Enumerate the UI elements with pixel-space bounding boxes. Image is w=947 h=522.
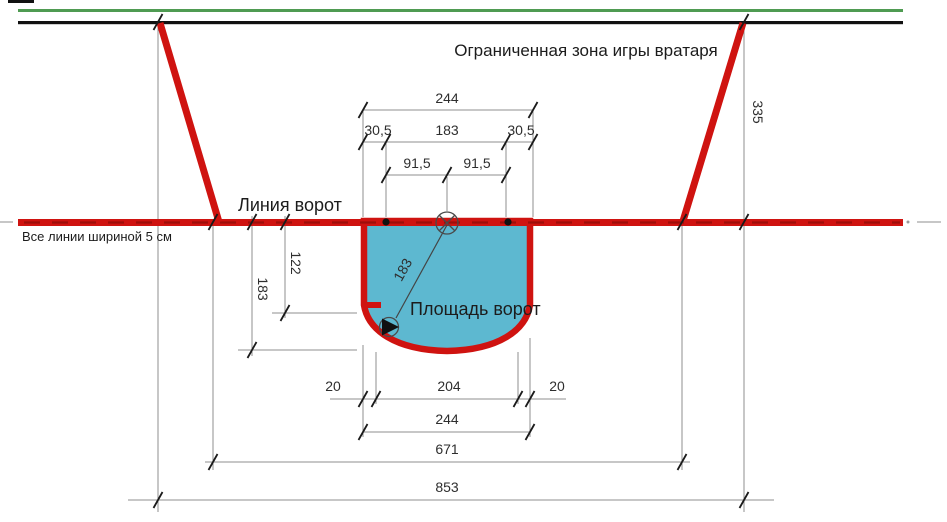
goal-crease-area [360, 217, 534, 355]
dimension-ticks [152, 13, 750, 509]
dim-183-goal-width: 183 [435, 122, 459, 138]
tick [524, 390, 536, 408]
tick [500, 133, 512, 151]
dim-204: 204 [437, 378, 461, 394]
tick [357, 101, 369, 119]
tick [738, 213, 750, 231]
board-corner-dash [8, 0, 34, 3]
dim-244-top: 244 [435, 90, 459, 106]
dim-122-side-depth: 122 [288, 251, 304, 275]
restricted-zone-right-diagonal [679, 21, 747, 223]
goal-post-dot-right [504, 218, 512, 226]
tick [370, 390, 382, 408]
crease-post-notch [367, 302, 381, 308]
dim-305-right: 30,5 [507, 122, 534, 138]
dim-20-right: 20 [549, 378, 565, 394]
dim-335-zone-height: 335 [750, 100, 766, 124]
tick [357, 390, 369, 408]
dim-20-left: 20 [325, 378, 341, 394]
dim-915-left: 91,5 [403, 155, 430, 171]
restricted-zone-left-diagonal [156, 22, 223, 223]
tick [676, 453, 688, 471]
tick [380, 133, 392, 151]
dimension-labels: 244 30,5 183 30,5 91,5 91,5 122 183 183 … [255, 90, 766, 495]
tick [357, 133, 369, 151]
tick [246, 341, 258, 359]
tick [738, 13, 750, 31]
tick [738, 491, 750, 509]
goal-line-label: Линия ворот [238, 195, 342, 215]
tick [207, 453, 219, 471]
dim-305-left: 30,5 [364, 122, 391, 138]
dim-853: 853 [435, 479, 459, 495]
restricted-zone-label: Ограниченная зона игры вратаря [454, 41, 718, 60]
tick [441, 166, 453, 184]
goal-center-mark-x [438, 214, 456, 232]
line-width-note: Все линии шириной 5 см [22, 229, 172, 244]
board-green-line [18, 9, 903, 12]
tick [527, 133, 539, 151]
radius-line [395, 224, 448, 319]
tick [524, 423, 536, 441]
tick [279, 213, 291, 231]
dim-671: 671 [435, 441, 459, 457]
dim-244-bottom: 244 [435, 411, 459, 427]
tick [152, 491, 164, 509]
radius-arrowhead [382, 318, 399, 336]
dim-915-right: 91,5 [463, 155, 490, 171]
goal-crease-label: Площадь ворот [410, 299, 541, 319]
tick [676, 213, 688, 231]
goal-line [18, 219, 903, 226]
goal-center-mark-circle [435, 211, 459, 235]
tick [527, 101, 539, 119]
tick [357, 423, 369, 441]
tick [512, 390, 524, 408]
dim-183-crease-depth: 183 [255, 277, 271, 301]
tick [152, 13, 164, 31]
tick [246, 213, 258, 231]
goal-line-end-dot [906, 220, 910, 224]
tick [380, 166, 392, 184]
tick [207, 213, 219, 231]
tick [500, 166, 512, 184]
tick [279, 304, 291, 322]
goal-post-dot-left [382, 218, 390, 226]
board-black-line [18, 21, 903, 25]
